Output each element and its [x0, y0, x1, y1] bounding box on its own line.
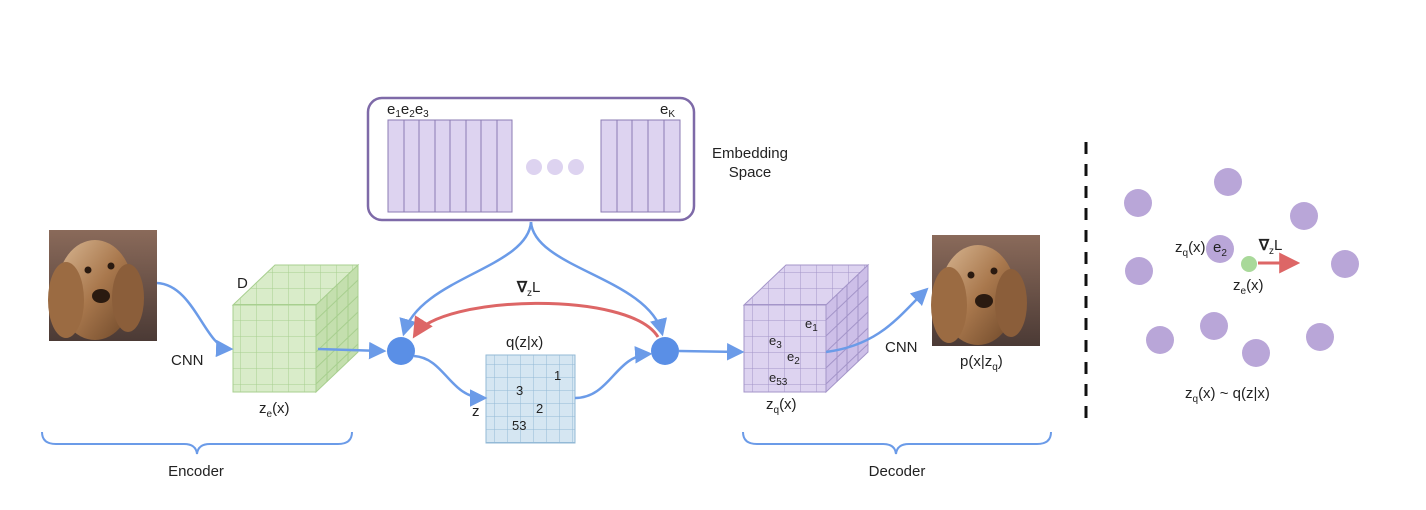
embedding-dot	[1306, 323, 1334, 351]
ellipsis-dot	[526, 159, 542, 175]
decoder-cell-e53: e53	[769, 370, 788, 388]
right-ze-label: ze(x)	[1233, 277, 1264, 297]
decoder-brace	[742, 431, 1052, 455]
decoder-cube	[742, 263, 870, 394]
code-cell: 1	[554, 368, 561, 383]
arrow-code-to-node	[574, 346, 653, 400]
q-label: q(z|x)	[506, 334, 543, 351]
arrow-decoder-to-output	[825, 287, 929, 354]
arrow-input-to-encoder	[156, 281, 234, 358]
quantize-node-left	[387, 337, 415, 365]
code-cell: 53	[512, 418, 526, 433]
embedding-title-line1: Embedding	[712, 145, 788, 162]
embedding-scatter	[1124, 168, 1359, 367]
embedding-dot	[1124, 189, 1152, 217]
embedding-dot	[1146, 326, 1174, 354]
embedding-dot	[1331, 250, 1359, 278]
right-distribution-label: zq(x) ~ q(z|x)	[1185, 385, 1270, 405]
embedding-block-right	[600, 119, 681, 213]
arrow-node-to-code	[413, 354, 488, 407]
embedding-eK-label: eK	[660, 101, 675, 120]
p-label: p(x|zq)	[960, 353, 1003, 373]
encoder-depth-label: D	[237, 275, 248, 292]
encoder-brace	[41, 431, 353, 455]
embedding-e-labels: e1e2e3	[387, 101, 429, 120]
embedding-dot	[1290, 202, 1318, 230]
ellipsis-dot	[547, 159, 563, 175]
right-gradient-label: ∇zL	[1258, 237, 1282, 257]
encoder-cube	[231, 263, 360, 394]
embedding-title-line2: Space	[729, 164, 772, 181]
encoder-output-dot	[1241, 256, 1257, 272]
embedding-space: e1e2e3 eK Embedding Space	[366, 96, 788, 222]
embedding-dot-e2	[1206, 235, 1234, 263]
ze-label: ze(x)	[259, 400, 290, 420]
encoder-cnn-label: CNN	[171, 352, 204, 369]
embedding-block-left	[387, 119, 513, 213]
encoder-label: Encoder	[168, 463, 224, 480]
arrow-node-to-decoder	[678, 343, 745, 361]
decoder-label: Decoder	[869, 463, 926, 480]
code-grid	[485, 354, 576, 444]
arrow-encoder-to-node	[317, 341, 387, 360]
gradient-label: ∇zL	[516, 279, 540, 299]
data-flow-arrows	[156, 221, 929, 407]
z-label: z	[472, 403, 480, 420]
code-cell: 3	[516, 383, 523, 398]
embedding-dot	[1125, 257, 1153, 285]
decoder-cell-e3: e3	[769, 333, 782, 351]
dog-photo-input	[48, 230, 157, 341]
right-e2-label: e2	[1213, 239, 1227, 259]
decoder-cell-e1: e1	[805, 316, 818, 334]
right-zq-label: zq(x)	[1175, 239, 1206, 259]
zq-label: zq(x)	[766, 396, 797, 416]
arrow-embedding-to-left-node	[399, 221, 533, 337]
decoder-cnn-label: CNN	[885, 339, 918, 356]
dog-photo-output	[931, 235, 1040, 346]
gradient-arrow	[412, 301, 660, 339]
embedding-dot	[1214, 168, 1242, 196]
code-cell: 2	[536, 401, 543, 416]
ellipsis-dot	[568, 159, 584, 175]
embedding-dot	[1242, 339, 1270, 367]
embedding-dot	[1200, 312, 1228, 340]
arrow-embedding-to-right-node	[529, 221, 667, 337]
quantize-node-right	[651, 337, 679, 365]
decoder-cell-e2: e2	[787, 349, 800, 367]
